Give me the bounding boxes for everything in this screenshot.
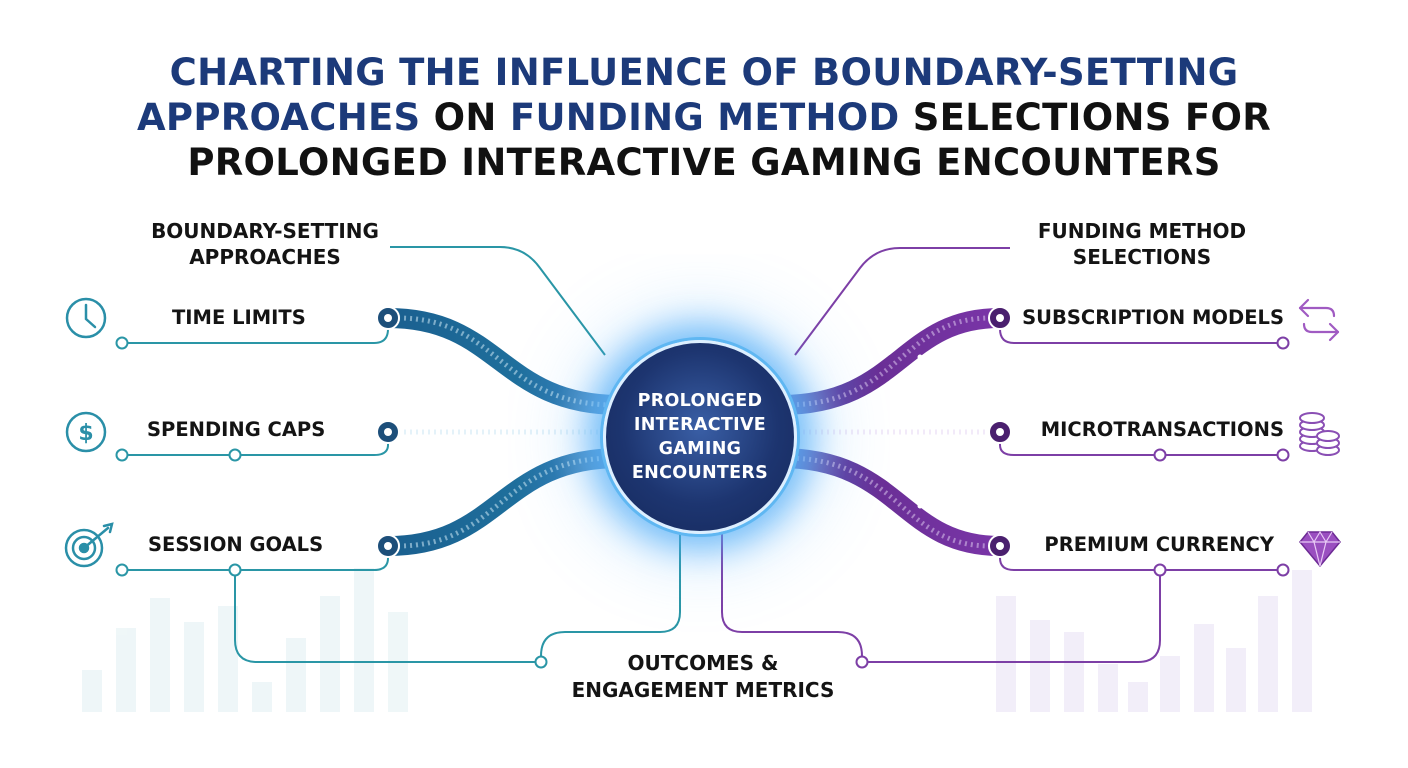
background-bars-left	[82, 568, 408, 712]
dollar-icon: $	[65, 411, 107, 453]
left-connectors	[122, 246, 606, 663]
page-title: CHARTING THE INFLUENCE OF BOUNDARY-SETTI…	[54, 50, 1354, 185]
right-ribbon-nodes	[988, 306, 1012, 558]
repeat-arrows-icon	[1298, 298, 1340, 342]
left-item-time-limits: TIME LIMITS	[172, 306, 306, 329]
title-part-5: SELECTIONS FOR	[899, 96, 1272, 139]
title-part-3: ON	[420, 96, 510, 139]
clock-icon	[65, 297, 107, 339]
svg-text:$: $	[78, 421, 93, 446]
left-group-heading: BOUNDARY-SETTING APPROACHES	[151, 219, 379, 269]
left-item-spending-caps: SPENDING CAPS	[147, 418, 326, 441]
background-bars-right	[996, 570, 1312, 712]
ribbon-dots	[465, 354, 923, 509]
title-part-4: FUNDING METHOD	[509, 96, 900, 139]
coins-icon	[1299, 412, 1340, 456]
title-part-6: PROLONGED INTERACTIVE GAMING ENCOUNTERS	[187, 141, 1221, 184]
bottom-node-label: OUTCOMES & ENGAGEMENT METRICS	[571, 651, 835, 702]
center-node: PROLONGED INTERACTIVE GAMING ENCOUNTERS	[603, 340, 797, 534]
target-icon	[64, 522, 114, 568]
center-node-label: PROLONGED INTERACTIVE GAMING ENCOUNTERS	[631, 391, 769, 483]
right-item-premium-currency: PREMIUM CURRENCY	[1044, 533, 1274, 556]
left-connector-nodes	[115, 336, 548, 669]
left-ribbon-nodes	[376, 306, 400, 558]
gem-icon	[1299, 530, 1341, 568]
right-group-heading: FUNDING METHOD SELECTIONS	[1037, 219, 1247, 269]
hub-bottom-connectors	[540, 532, 863, 657]
title-part-1: CHARTING THE INFLUENCE OF BOUNDARY-SETTI…	[169, 51, 1239, 94]
right-ribbon-texture	[784, 315, 991, 549]
right-item-microtransactions: MICROTRANSACTIONS	[1040, 418, 1284, 441]
right-connector-nodes	[855, 336, 1290, 669]
left-item-session-goals: SESSION GOALS	[148, 533, 324, 556]
right-item-subscription-models: SUBSCRIPTION MODELS	[1022, 306, 1284, 329]
title-part-2: APPROACHES	[136, 96, 421, 139]
